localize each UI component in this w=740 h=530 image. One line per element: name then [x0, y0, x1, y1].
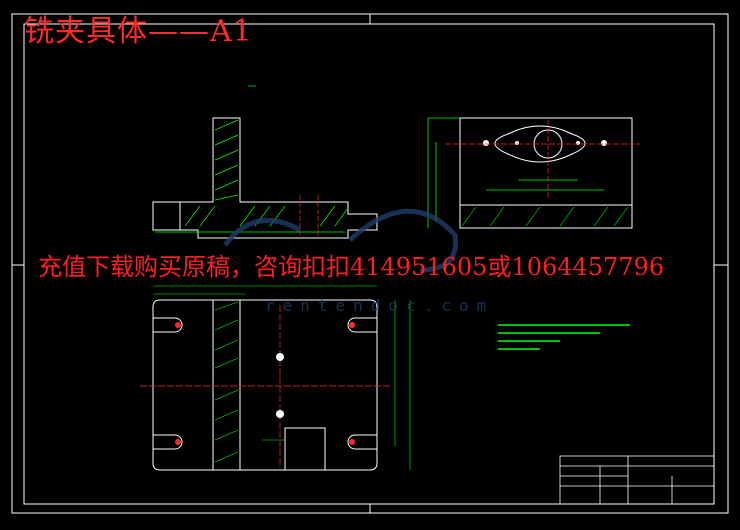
watermark-text: rentendoc.com: [265, 296, 495, 315]
top-right-view: [427, 117, 640, 229]
side-section-view: [152, 85, 378, 239]
drawing-title: 铣夹具体——A1: [24, 14, 253, 49]
promo-banner: 充值下载购买原稿，咨询扣扣414951605或1064457796: [38, 253, 665, 281]
watermark-logo: [223, 208, 459, 273]
sheet-border: [11, 13, 729, 514]
technical-notes: [498, 324, 630, 350]
plan-view: [140, 285, 411, 471]
title-block: [559, 455, 715, 505]
